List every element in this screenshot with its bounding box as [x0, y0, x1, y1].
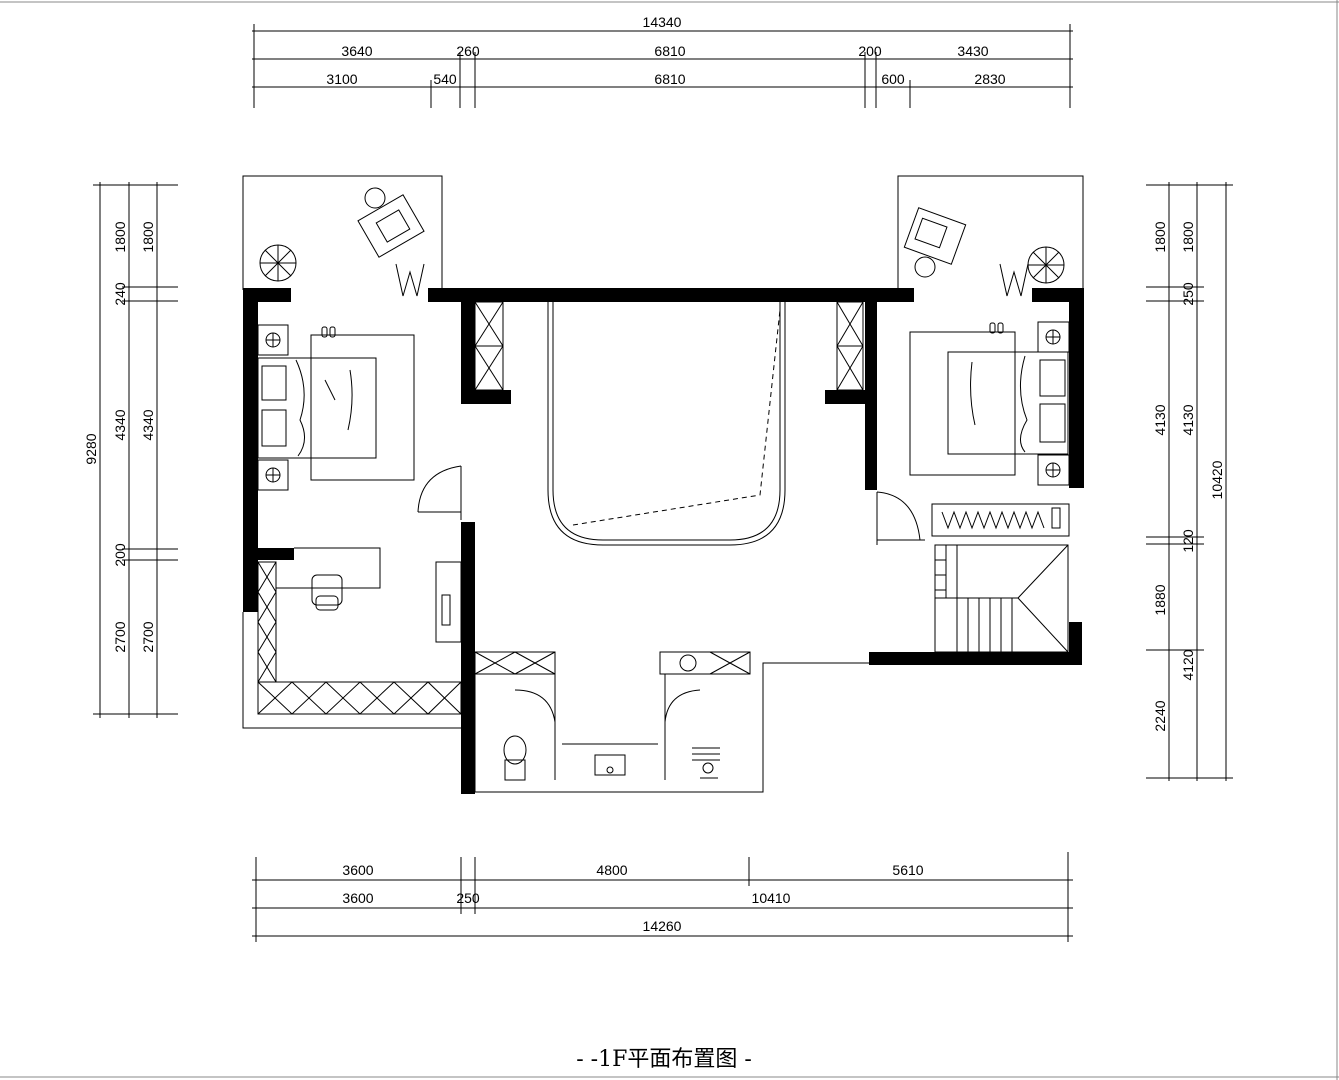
right-balcony-w-icon: [999, 263, 1029, 297]
dim-right-a2: 4130: [1152, 404, 1168, 435]
dim-left-a5: 2700: [112, 621, 128, 652]
left-nightstand-bottom: [257, 459, 289, 491]
left-nightstand-top: [257, 324, 289, 356]
right-nightstand-bottom: [1037, 454, 1070, 486]
dim-bottom-total: 14260: [643, 918, 682, 934]
dim-left-a1: 1800: [112, 221, 128, 252]
building-outline: [242, 175, 1084, 793]
dim-bottom-r2-3: 10410: [752, 890, 791, 906]
dim-top-r3-3: 6810: [654, 71, 685, 87]
dim-right-b1: 1800: [1180, 221, 1196, 252]
left-bedroom-door: [417, 465, 462, 520]
right-nightstand-top: [1037, 321, 1070, 353]
dim-right-total: 10420: [1209, 460, 1225, 499]
drawing-title: - -1F平面布置图 -: [576, 1047, 752, 1072]
dim-right-a3: 1880: [1152, 584, 1168, 615]
left-shelf-vertical: [257, 561, 277, 683]
left-balcony-chair: [357, 187, 425, 258]
left-wardrobe-top: [474, 301, 504, 391]
left-side-unit: [435, 561, 462, 643]
left-bed: [257, 334, 415, 481]
dim-top-r3-2: 540: [433, 71, 457, 87]
right-slippers-icon: [989, 322, 1004, 334]
dim-left-b3: 2700: [140, 621, 156, 652]
dim-top-total: 14340: [643, 14, 682, 30]
bathroom-door-left: [514, 689, 556, 723]
dim-bottom-r1-1: 3600: [342, 862, 373, 878]
right-plant-icon: [1027, 246, 1065, 284]
left-desk: [276, 547, 381, 611]
right-dimension-lines: [1146, 182, 1233, 781]
right-bed: [909, 331, 1069, 476]
dim-left-a4: 200: [112, 543, 128, 567]
dim-left-a3: 4340: [112, 409, 128, 440]
left-balcony-w-icon: [395, 263, 425, 297]
central-void: [547, 302, 786, 546]
right-balcony-chair: [903, 207, 967, 278]
dim-left-b1: 1800: [140, 221, 156, 252]
toilet-icon: [503, 735, 527, 781]
dim-left-total: 9280: [83, 433, 99, 464]
dim-bottom-r1-3: 5610: [892, 862, 923, 878]
dim-top-r3-4: 600: [881, 71, 905, 87]
left-cabinet-horizontal: [257, 681, 462, 715]
bathroom-door-right: [664, 689, 701, 723]
dim-right-b3: 4130: [1180, 404, 1196, 435]
dim-right-b5: 4120: [1180, 649, 1196, 680]
dim-top-r2-1: 3640: [341, 43, 372, 59]
dim-top-r3-1: 3100: [326, 71, 357, 87]
dim-top-r2-2: 260: [456, 43, 480, 59]
shower-icon: [692, 747, 720, 779]
right-bedroom-door: [876, 491, 925, 545]
bottom-dimension-lines: [252, 852, 1073, 942]
sink-icon: [594, 754, 626, 776]
right-wardrobe-hangers: [931, 503, 1070, 537]
dim-right-a4: 2240: [1152, 700, 1168, 731]
dim-right-b2: 250: [1180, 282, 1196, 306]
dim-top-r2-3: 6810: [654, 43, 685, 59]
dim-top-r2-4: 200: [858, 43, 882, 59]
dim-left-b2: 4340: [140, 409, 156, 440]
dim-left-a2: 240: [112, 282, 128, 306]
dim-bottom-r1-2: 4800: [596, 862, 627, 878]
dim-bottom-r2-1: 3600: [342, 890, 373, 906]
dim-bottom-r2-2: 250: [456, 890, 480, 906]
right-wardrobe-top: [836, 301, 864, 391]
dim-right-a1: 1800: [1152, 221, 1168, 252]
staircase: [934, 544, 1069, 653]
slippers-icon: [321, 326, 336, 338]
walls: [243, 288, 1084, 794]
bathroom-partitions: [474, 651, 751, 780]
left-dimension-lines: [93, 182, 178, 718]
left-plant-icon: [259, 244, 297, 282]
dim-top-r3-5: 2830: [974, 71, 1005, 87]
top-dimension-lines: [252, 24, 1073, 108]
dim-top-r2-5: 3430: [957, 43, 988, 59]
dim-right-b4: 120: [1180, 529, 1196, 553]
